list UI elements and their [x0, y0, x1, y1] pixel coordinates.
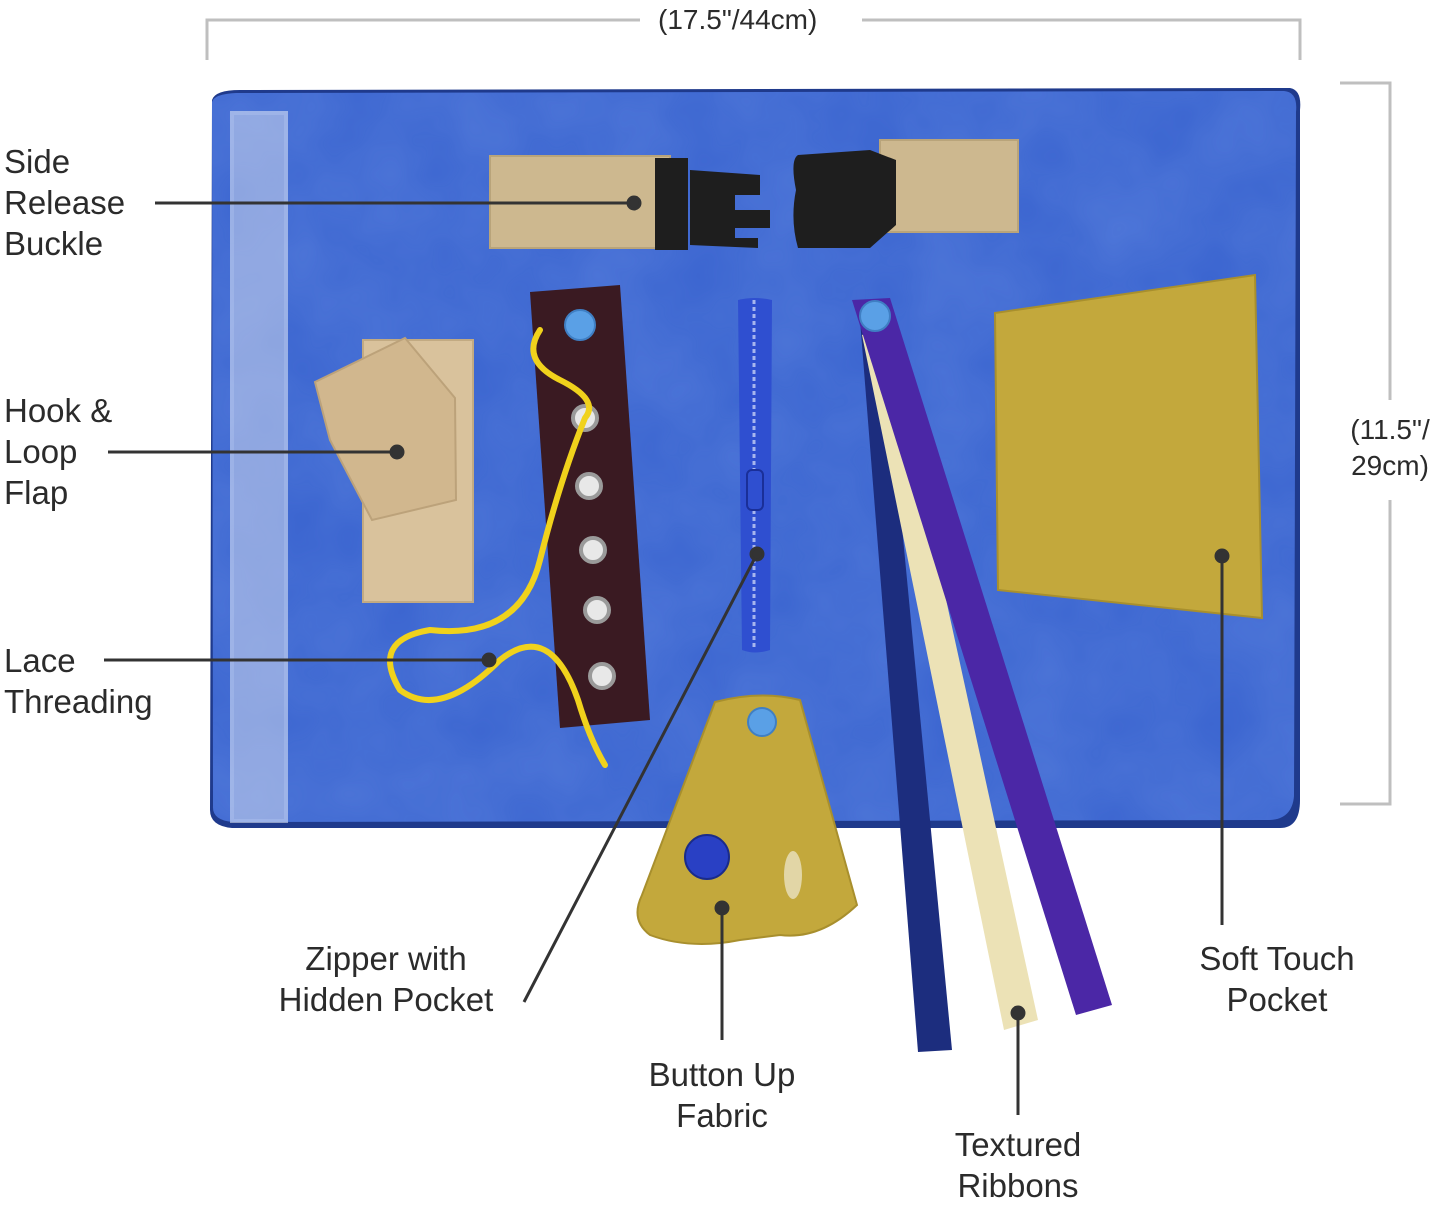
- label-line: Threading: [4, 683, 153, 720]
- lace-threading-label: Lace Threading: [4, 640, 153, 722]
- label-line: Textured: [954, 1126, 1082, 1163]
- hook-loop-flap: [313, 336, 474, 603]
- zipper: [738, 298, 772, 653]
- label-line: Ribbons: [957, 1167, 1079, 1204]
- buckle-strap-right: [879, 139, 1019, 233]
- buckle-male: [655, 158, 770, 250]
- snap: [747, 707, 777, 737]
- soft-touch-pocket-label: Soft Touch Pocket: [1166, 938, 1388, 1020]
- height-dimension-line-2: 29cm): [1351, 450, 1429, 481]
- blue-button: [684, 834, 730, 880]
- textured-ribbons-label: Textured Ribbons: [918, 1124, 1118, 1206]
- soft-touch-pocket: [993, 273, 1264, 620]
- button-up-fabric: [636, 694, 859, 945]
- leader-lines: [104, 195, 1230, 1115]
- label-line: Release: [4, 184, 126, 221]
- label-line: Zipper with: [305, 940, 467, 977]
- label-line: Hidden Pocket: [278, 981, 494, 1018]
- label-line: Button Up: [648, 1056, 796, 1093]
- label-line: Buckle: [4, 225, 104, 262]
- button-up-fabric-label: Button Up Fabric: [612, 1054, 832, 1136]
- ribbon-cream: [862, 325, 1038, 1030]
- yellow-lace: [387, 327, 608, 768]
- label-line: Pocket: [1226, 981, 1328, 1018]
- width-dimension-line: [205, 18, 1302, 60]
- width-dimension-label: (17.5"/44cm): [658, 4, 818, 35]
- snap: [564, 309, 596, 341]
- clear-strip: [230, 111, 288, 823]
- lace-threading-strip: [387, 285, 650, 768]
- label-line: Lace: [4, 642, 76, 679]
- label-line: Hook &: [4, 392, 113, 429]
- label-line: Loop: [4, 433, 78, 470]
- height-dimension-line-1: (11.5"/: [1350, 414, 1430, 445]
- snap: [859, 300, 891, 332]
- label-line: Flap: [4, 474, 69, 511]
- label-line: Side: [4, 143, 71, 180]
- ribbon-navy: [860, 318, 952, 1052]
- side-release-buckle-label: Side Release Buckle: [4, 141, 125, 264]
- height-dimension-line: [1340, 81, 1392, 806]
- buckle-female: [793, 150, 896, 248]
- ribbon-purple: [852, 298, 1112, 1015]
- zipper-hidden-pocket-label: Zipper with Hidden Pocket: [250, 938, 522, 1020]
- ribbons: [852, 298, 1112, 1052]
- label-line: Fabric: [676, 1097, 768, 1134]
- hook-loop-flap-label: Hook & Loop Flap: [4, 390, 112, 513]
- label-line: Soft Touch: [1199, 940, 1355, 977]
- height-dimension-label: (11.5"/ 29cm): [1340, 412, 1440, 484]
